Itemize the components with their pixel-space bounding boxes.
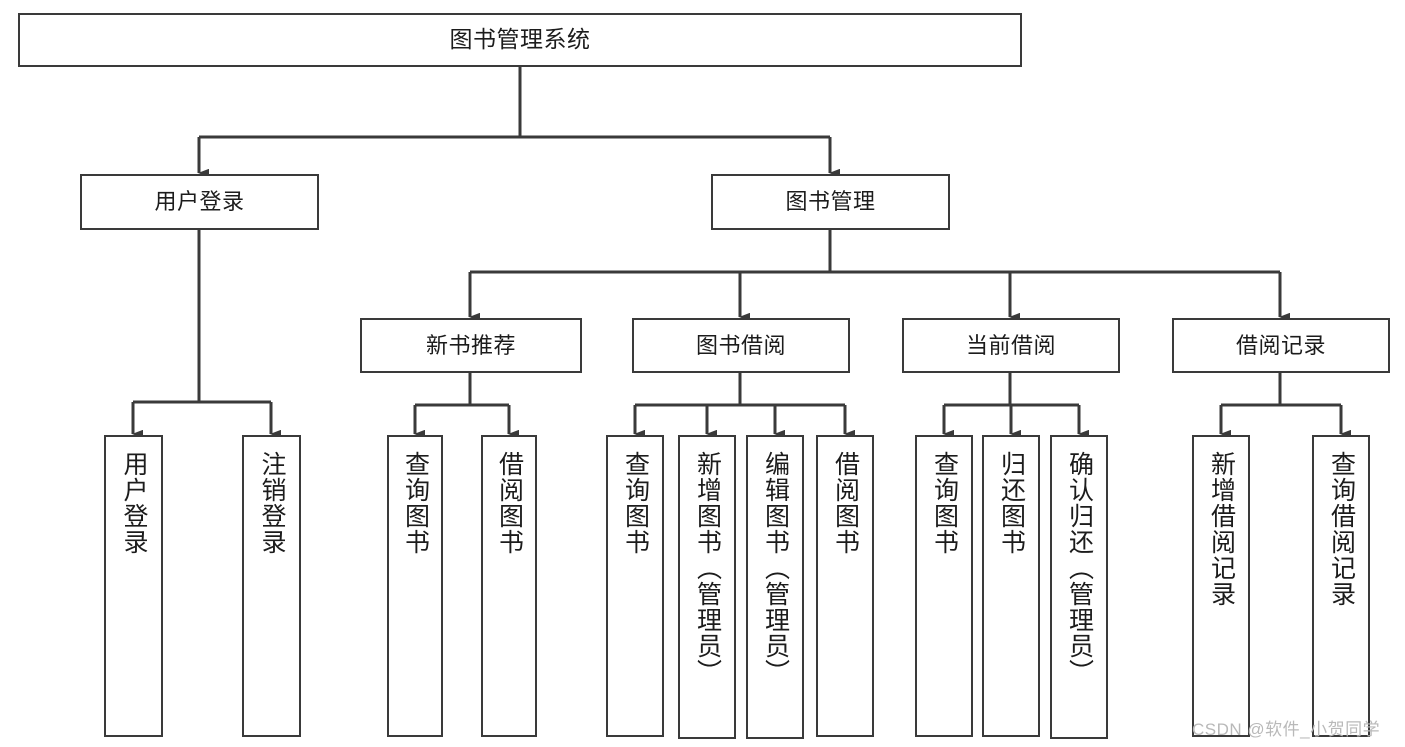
node-label: 查询借阅记录	[1327, 451, 1356, 607]
leaf-borrow-borrow-book[interactable]: 借阅图书	[816, 435, 874, 737]
node-label: 用户登录	[120, 451, 148, 555]
leaf-borrow-edit-book-admin[interactable]: 编辑图书（管理员）	[746, 435, 804, 739]
node-borrow-record[interactable]: 借阅记录	[1172, 318, 1390, 373]
leaf-borrow-add-book-admin[interactable]: 新增图书（管理员）	[678, 435, 736, 739]
node-label: 借阅记录	[1235, 332, 1326, 358]
leaf-record-add-record[interactable]: 新增借阅记录	[1192, 435, 1250, 737]
node-label: 当前借阅	[965, 332, 1056, 358]
node-label: 新增图书（管理员）	[693, 451, 722, 685]
leaf-current-return-book[interactable]: 归还图书	[982, 435, 1040, 737]
node-user-login[interactable]: 用户登录	[80, 174, 319, 230]
csdn-watermark: CSDN @软件_小贺同学	[1192, 720, 1381, 739]
node-label: 确认归还（管理员）	[1065, 451, 1094, 685]
node-label: 编辑图书（管理员）	[761, 451, 790, 685]
node-label: 归还图书	[997, 451, 1026, 555]
leaf-recommend-query-book[interactable]: 查询图书	[387, 435, 443, 737]
node-label: 新书推荐	[425, 332, 516, 358]
node-label: 查询图书	[401, 451, 430, 555]
node-label: 用户登录	[154, 189, 245, 215]
node-label: 新增借阅记录	[1207, 451, 1236, 607]
node-label: 借阅图书	[495, 451, 524, 555]
leaf-user-login[interactable]: 用户登录	[104, 435, 163, 737]
node-book-management[interactable]: 图书管理	[711, 174, 950, 230]
node-new-book-recommend[interactable]: 新书推荐	[360, 318, 582, 373]
node-label: 查询图书	[621, 451, 650, 555]
leaf-recommend-borrow-book[interactable]: 借阅图书	[481, 435, 537, 737]
node-label: 注销登录	[258, 451, 286, 555]
leaf-user-logout[interactable]: 注销登录	[242, 435, 301, 737]
node-current-borrow[interactable]: 当前借阅	[902, 318, 1120, 373]
node-label: 图书借阅	[695, 332, 786, 358]
leaf-current-query-book[interactable]: 查询图书	[915, 435, 973, 737]
node-label: 图书管理	[785, 189, 876, 215]
leaf-current-confirm-return-admin[interactable]: 确认归还（管理员）	[1050, 435, 1108, 739]
leaf-record-query-record[interactable]: 查询借阅记录	[1312, 435, 1370, 737]
node-root-system[interactable]: 图书管理系统	[18, 13, 1022, 67]
node-book-borrow[interactable]: 图书借阅	[632, 318, 850, 373]
node-label: 查询图书	[930, 451, 959, 555]
node-label: 借阅图书	[831, 451, 860, 555]
leaf-borrow-query-book[interactable]: 查询图书	[606, 435, 664, 737]
node-label: 图书管理系统	[449, 26, 591, 53]
